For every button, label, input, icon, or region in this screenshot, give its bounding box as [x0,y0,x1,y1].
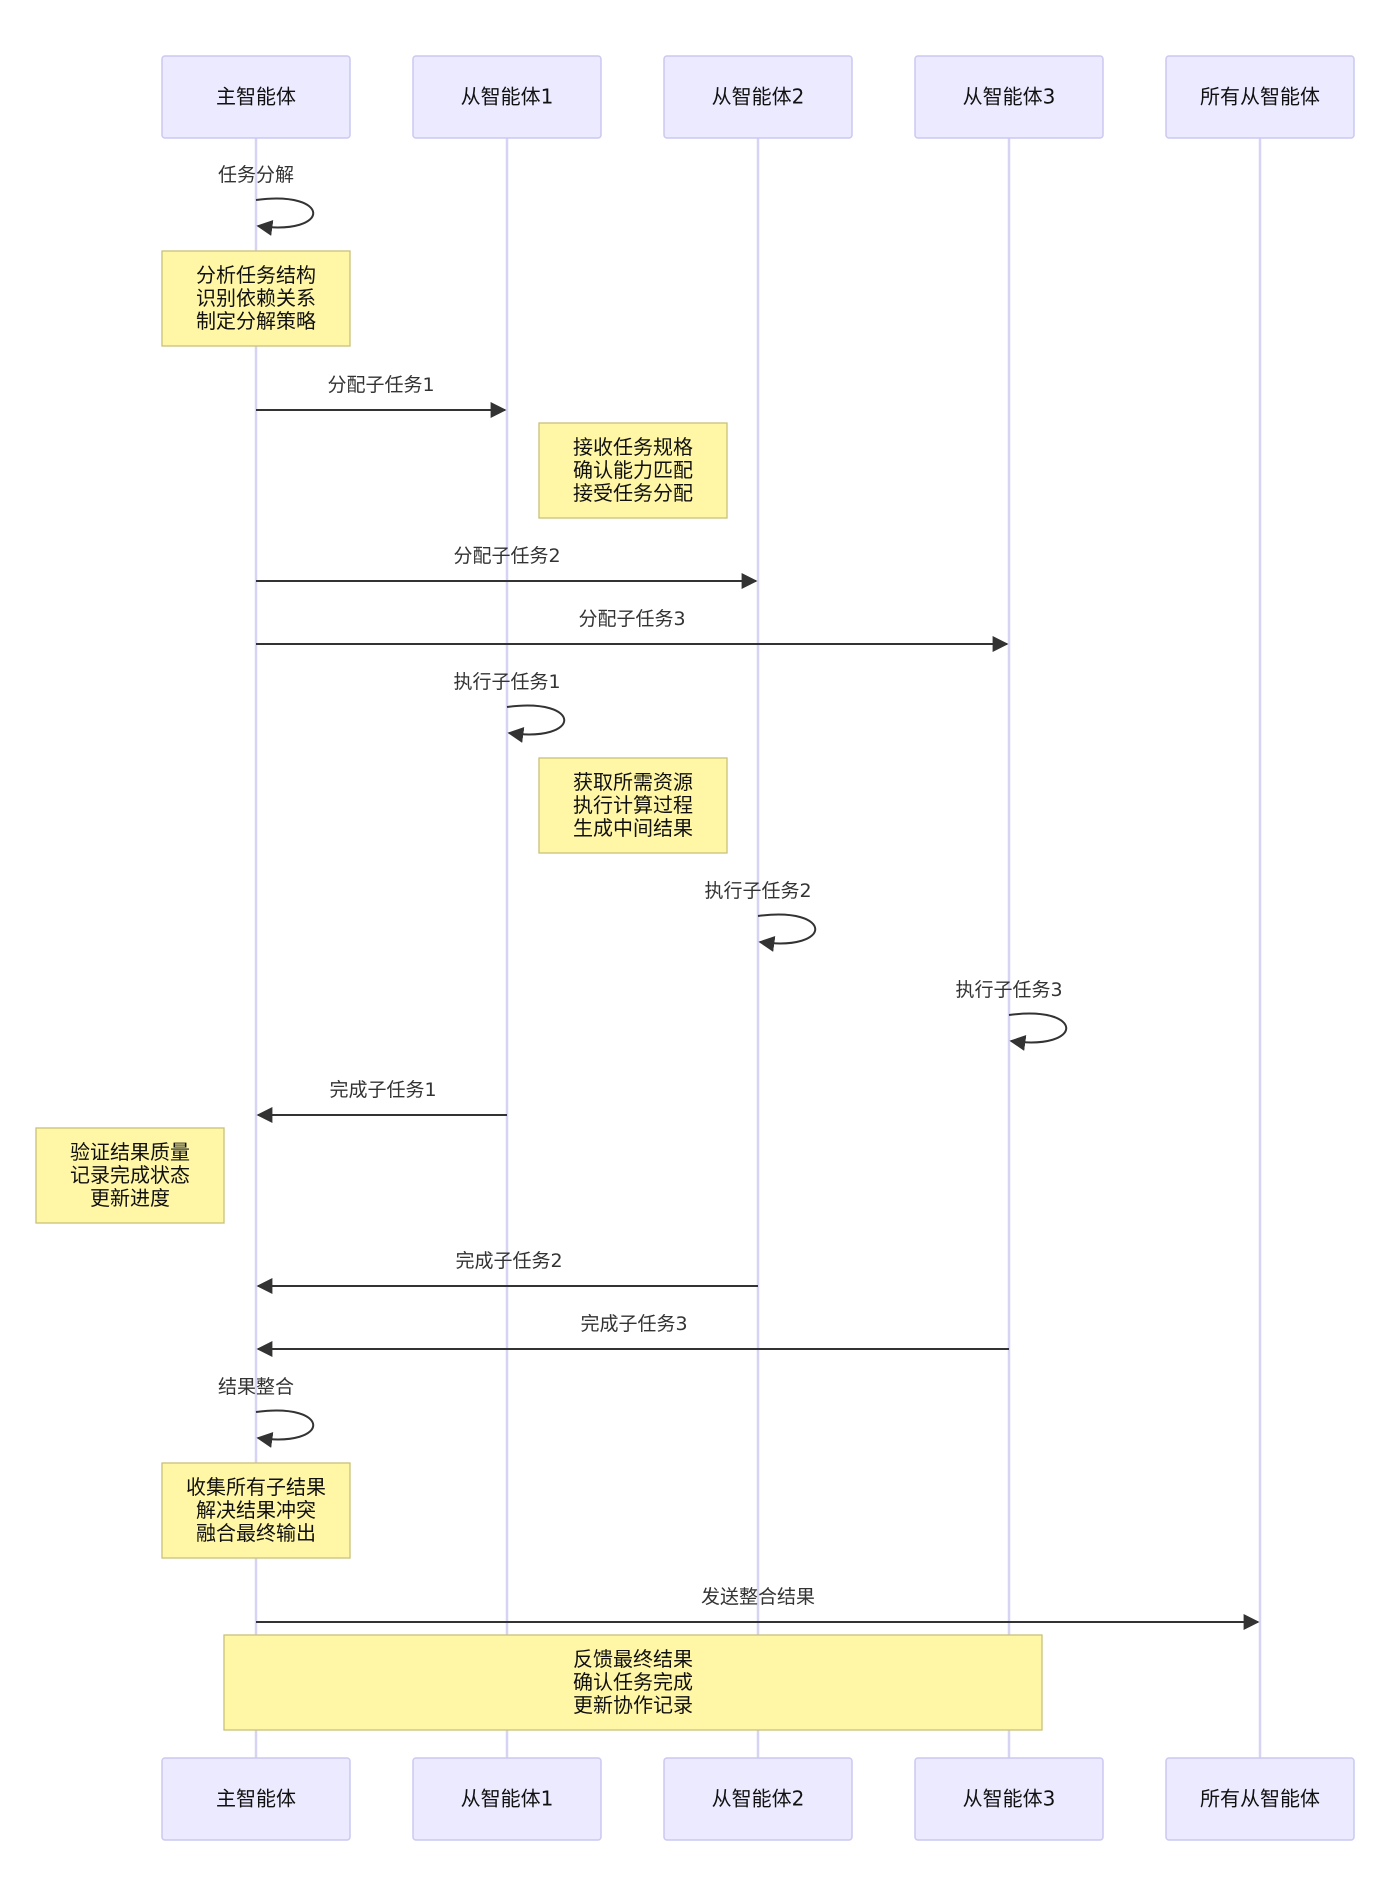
message-label: 执行子任务2 [704,880,811,902]
self-message-execute-subtask-3: 执行子任务3 [955,979,1068,1051]
note-line: 记录完成状态 [70,1163,190,1187]
message-complete-subtask-1: 完成子任务1 [256,1079,507,1123]
note-line: 确认任务完成 [573,1670,693,1694]
note-line: 执行计算过程 [573,793,693,817]
actor-bottom-all: 所有从智能体 [1165,1757,1355,1841]
note-line: 反馈最终结果 [573,1647,693,1671]
actor-label: 所有从智能体 [1200,85,1320,109]
actor-top-s2: 从智能体2 [663,55,853,139]
actor-label: 主智能体 [216,1787,296,1811]
message-label: 分配子任务1 [327,374,434,396]
message-label: 任务分解 [218,164,294,186]
actor-bottom-main: 主智能体 [161,1757,351,1841]
actor-top-s3: 从智能体3 [914,55,1104,139]
note-main-analysis: 分析任务结构 识别依赖关系 制定分解策略 [161,250,351,347]
note-line: 更新协作记录 [573,1693,693,1717]
message-complete-subtask-3: 完成子任务3 [256,1313,1009,1357]
note-line: 识别依赖关系 [196,286,316,310]
message-label: 分配子任务2 [453,545,560,567]
message-label: 完成子任务1 [329,1079,436,1101]
message-label: 发送整合结果 [701,1586,815,1608]
note-line: 确认能力匹配 [573,458,693,482]
note-line: 验证结果质量 [70,1140,190,1164]
message-label: 执行子任务1 [453,671,560,693]
actor-label: 从智能体3 [963,1787,1056,1811]
actor-top-s1: 从智能体1 [412,55,602,139]
message-label: 执行子任务3 [955,979,1062,1001]
actor-label: 从智能体1 [461,85,554,109]
message-label: 完成子任务3 [580,1313,687,1335]
note-s1-accept: 接收任务规格 确认能力匹配 接受任务分配 [538,422,728,519]
note-line: 生成中间结果 [573,816,693,840]
note-final-feedback: 反馈最终结果 确认任务完成 更新协作记录 [223,1634,1043,1731]
note-line: 分析任务结构 [196,263,316,287]
actor-bottom-s1: 从智能体1 [412,1757,602,1841]
self-message-execute-subtask-1: 执行子任务1 [453,671,566,743]
actor-label: 从智能体2 [712,85,805,109]
actor-top-main: 主智能体 [161,55,351,139]
self-message-result-integration: 结果整合 [218,1376,315,1448]
message-assign-subtask-3: 分配子任务3 [256,608,1009,652]
note-s1-execute: 获取所需资源 执行计算过程 生成中间结果 [538,757,728,854]
actor-label: 从智能体2 [712,1787,805,1811]
actor-label: 所有从智能体 [1200,1787,1320,1811]
note-line: 更新进度 [90,1186,170,1210]
note-line: 获取所需资源 [573,770,693,794]
note-line: 接收任务规格 [573,435,693,459]
note-line: 接受任务分配 [573,481,693,505]
actor-label: 主智能体 [216,85,296,109]
message-assign-subtask-2: 分配子任务2 [256,545,758,589]
actor-label: 从智能体3 [963,85,1056,109]
actor-bottom-s2: 从智能体2 [663,1757,853,1841]
message-label: 完成子任务2 [455,1250,562,1272]
message-label: 分配子任务3 [578,608,685,630]
actor-bottom-s3: 从智能体3 [914,1757,1104,1841]
message-assign-subtask-1: 分配子任务1 [256,374,507,418]
note-line: 融合最终输出 [196,1521,316,1545]
actor-top-all: 所有从智能体 [1165,55,1355,139]
self-message-execute-subtask-2: 执行子任务2 [704,880,817,952]
message-send-integrated-result: 发送整合结果 [256,1586,1260,1630]
actor-label: 从智能体1 [461,1787,554,1811]
self-message-task-decompose: 任务分解 [218,164,315,236]
note-line: 制定分解策略 [196,309,316,333]
note-main-verify: 验证结果质量 记录完成状态 更新进度 [35,1127,225,1224]
note-line: 收集所有子结果 [186,1475,326,1499]
message-complete-subtask-2: 完成子任务2 [256,1250,758,1294]
note-main-merge: 收集所有子结果 解决结果冲突 融合最终输出 [161,1462,351,1559]
note-line: 解决结果冲突 [196,1498,316,1522]
message-label: 结果整合 [218,1376,294,1398]
